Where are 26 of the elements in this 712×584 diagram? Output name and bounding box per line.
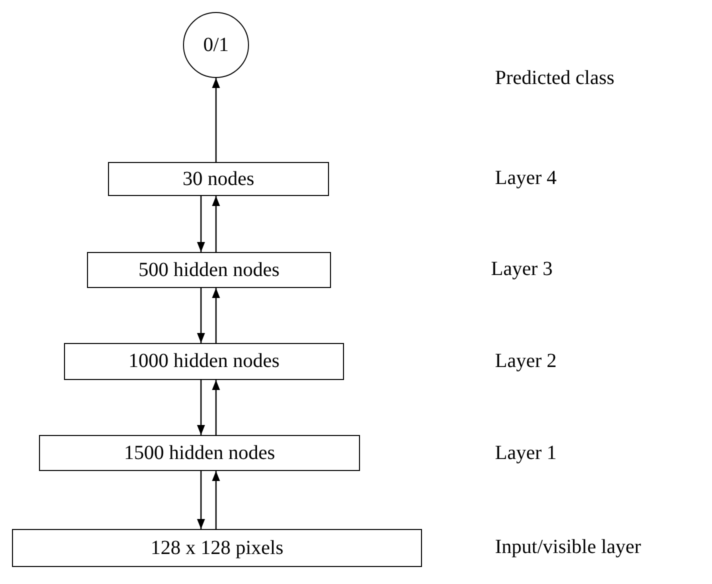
arrow xyxy=(212,196,220,252)
layer-caption: Layer 4 xyxy=(495,167,557,190)
arrow xyxy=(197,196,205,252)
layer-caption: Layer 1 xyxy=(495,442,557,465)
layer-box xyxy=(64,343,344,380)
node-label: 1000 hidden nodes xyxy=(128,350,280,373)
node-label: 30 nodes xyxy=(182,168,254,190)
node-label: 1500 hidden nodes xyxy=(124,442,276,464)
node-label: 0/1 xyxy=(203,34,229,56)
arrow xyxy=(212,288,220,343)
arrow xyxy=(212,78,220,162)
layer-box xyxy=(39,435,360,471)
layer-caption: Predicted class xyxy=(495,67,614,90)
arrow xyxy=(197,471,205,529)
node-label: 500 hidden nodes xyxy=(138,258,280,282)
arrow xyxy=(197,380,205,435)
layer-caption: Layer 2 xyxy=(495,350,557,373)
layer-box xyxy=(12,529,422,567)
layer-box xyxy=(108,162,329,196)
arrow xyxy=(212,380,220,435)
node-label: 128 x 128 pixels xyxy=(150,536,284,560)
layer-box xyxy=(87,252,331,288)
layer-caption: Input/visible layer xyxy=(495,536,642,559)
arrow xyxy=(212,471,220,529)
layer-caption: Layer 3 xyxy=(491,258,553,281)
arrow xyxy=(197,288,205,343)
